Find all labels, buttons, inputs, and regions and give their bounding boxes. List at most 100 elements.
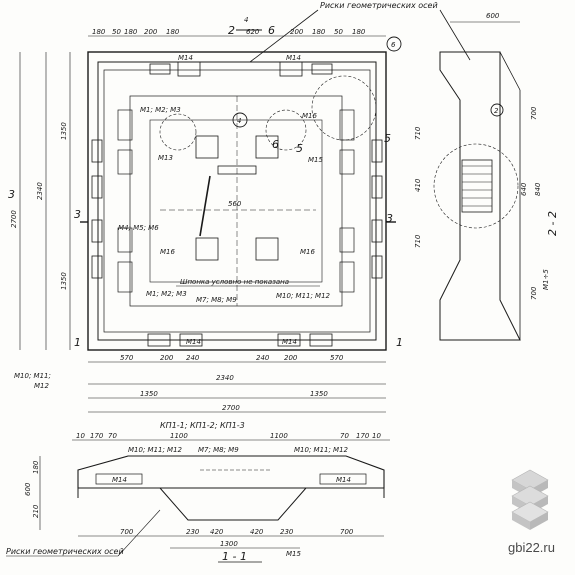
- svg-text:620: 620: [246, 28, 260, 36]
- bottom-title: Риски геометрических осей: [6, 547, 124, 556]
- top-section-marks: 2 4 620 6: [228, 16, 275, 37]
- left-dimensions: 1350 2340 1350 2700 3: [8, 52, 71, 350]
- section-3-left: 3: [8, 188, 15, 201]
- mark-m1-m2-m3-top: M1; M2; M3: [140, 106, 181, 114]
- svg-text:230: 230: [186, 528, 200, 536]
- svg-text:700: 700: [530, 286, 538, 300]
- mark-m16-bottom: M16: [300, 248, 315, 256]
- mark-m13-left: M13: [158, 154, 173, 162]
- sec-mark-m14-left: M14: [112, 476, 127, 484]
- mark-m14-top-right: M14: [286, 54, 301, 62]
- svg-text:1100: 1100: [270, 432, 288, 440]
- dim-1350-left: 1350: [140, 390, 158, 398]
- svg-text:180: 180: [92, 28, 106, 36]
- svg-text:2340: 2340: [36, 182, 44, 200]
- bottom-dimensions: 570 200 240 240 200 570 2340 1350 1350 2…: [14, 354, 386, 413]
- mark-m15: M15: [308, 156, 323, 164]
- svg-text:200: 200: [144, 28, 158, 36]
- node-2: 2: [494, 107, 499, 115]
- plan-height: 2700: [10, 210, 18, 228]
- svg-text:840: 840: [534, 182, 542, 196]
- axis-3-left: 3: [74, 208, 81, 221]
- side-section-label: 2 - 2: [546, 211, 559, 236]
- svg-text:50: 50: [112, 28, 121, 36]
- axis-1-right: 1: [396, 336, 403, 349]
- svg-text:600: 600: [24, 482, 32, 496]
- svg-text:240: 240: [186, 354, 200, 362]
- node-4: 4: [237, 117, 241, 125]
- svg-text:10: 10: [76, 432, 85, 440]
- watermark-logo: [511, 469, 549, 530]
- svg-text:180: 180: [32, 460, 40, 474]
- mark-m16-top: M16: [302, 112, 317, 120]
- mark-m14-top-left: M14: [178, 54, 193, 62]
- svg-text:50: 50: [334, 28, 343, 36]
- svg-text:70: 70: [108, 432, 117, 440]
- svg-text:700: 700: [340, 528, 354, 536]
- svg-text:570: 570: [120, 354, 134, 362]
- axis-5-right: 5: [384, 132, 391, 145]
- mark-m4-m5-m6: M4; M5; M6: [118, 224, 159, 232]
- svg-text:420: 420: [250, 528, 264, 536]
- svg-text:180: 180: [352, 28, 366, 36]
- svg-text:710: 710: [414, 126, 422, 140]
- mark-m14-bottom-left: M14: [186, 338, 201, 346]
- side-section-2-2: 600 700 710 410 710 700 640 840 2 - 2 M1…: [414, 12, 559, 341]
- dim-600: 600: [486, 12, 500, 20]
- svg-text:210: 210: [32, 504, 40, 518]
- sec-mark-m15: M15: [286, 550, 301, 558]
- axis-1-left: 1: [74, 336, 81, 349]
- plan-view: M14 M14 M14 M14: [74, 51, 403, 351]
- sec-mark-m14-right: M14: [336, 476, 351, 484]
- svg-text:180: 180: [312, 28, 326, 36]
- mark-m10-m11-m12: M10; M11; M12: [276, 292, 331, 300]
- mark-m14-bottom-right: M14: [282, 338, 297, 346]
- watermark-text: gbi22.ru: [508, 540, 555, 555]
- svg-text:700: 700: [120, 528, 134, 536]
- svg-text:M1÷5: M1÷5: [542, 269, 550, 290]
- svg-text:1300: 1300: [220, 540, 238, 548]
- svg-text:200: 200: [290, 28, 304, 36]
- sec-mark-m10-left: M10; M11; M12: [128, 446, 183, 454]
- section-title: КП1-1; КП1-2; КП1-3: [160, 421, 245, 430]
- sec-mark-m7: M7; M8; M9: [198, 446, 239, 454]
- svg-text:180: 180: [124, 28, 138, 36]
- svg-text:420: 420: [210, 528, 224, 536]
- svg-text:4: 4: [244, 16, 248, 24]
- axis-5: 5: [296, 142, 303, 155]
- svg-text:1350: 1350: [60, 122, 68, 140]
- svg-text:2: 2: [228, 24, 235, 37]
- mark-m10-m11-left: M10; M11;: [14, 372, 51, 380]
- mark-m1-m2-m3-bottom: M1; M2; M3: [146, 290, 187, 298]
- sec-mark-m10-right: M10; M11; M12: [294, 446, 349, 454]
- svg-text:410: 410: [414, 178, 422, 192]
- section-1-1-label: 1 - 1: [222, 550, 247, 563]
- svg-text:570: 570: [330, 354, 344, 362]
- svg-text:1350: 1350: [60, 272, 68, 290]
- plan-width: 2700: [222, 404, 240, 412]
- svg-text:200: 200: [284, 354, 298, 362]
- mark-m7-m8-m9: M7; M8; M9: [196, 296, 237, 304]
- anchor-note: Шпонка условно не показана: [180, 278, 289, 286]
- svg-text:200: 200: [160, 354, 174, 362]
- top-title: Риски геометрических осей: [320, 1, 438, 10]
- svg-text:710: 710: [414, 234, 422, 248]
- top-dimensions: 180 50 180 200 180 200 180 50 180: [88, 28, 386, 37]
- svg-text:70: 70: [340, 432, 349, 440]
- node-6-top: 6: [391, 41, 396, 49]
- svg-text:170: 170: [356, 432, 370, 440]
- mark-m12-left: M12: [34, 382, 49, 390]
- svg-text:170: 170: [90, 432, 104, 440]
- mark-m16-left: M16: [160, 248, 175, 256]
- axis-6: 6: [272, 138, 279, 151]
- dim-560: 560: [228, 200, 242, 208]
- svg-text:10: 10: [372, 432, 381, 440]
- dim-1350-right: 1350: [310, 390, 328, 398]
- axis-3-right: 3: [386, 212, 393, 225]
- svg-text:1100: 1100: [170, 432, 188, 440]
- svg-text:6: 6: [268, 24, 275, 37]
- dim-2340: 2340: [216, 374, 234, 382]
- svg-text:180: 180: [166, 28, 180, 36]
